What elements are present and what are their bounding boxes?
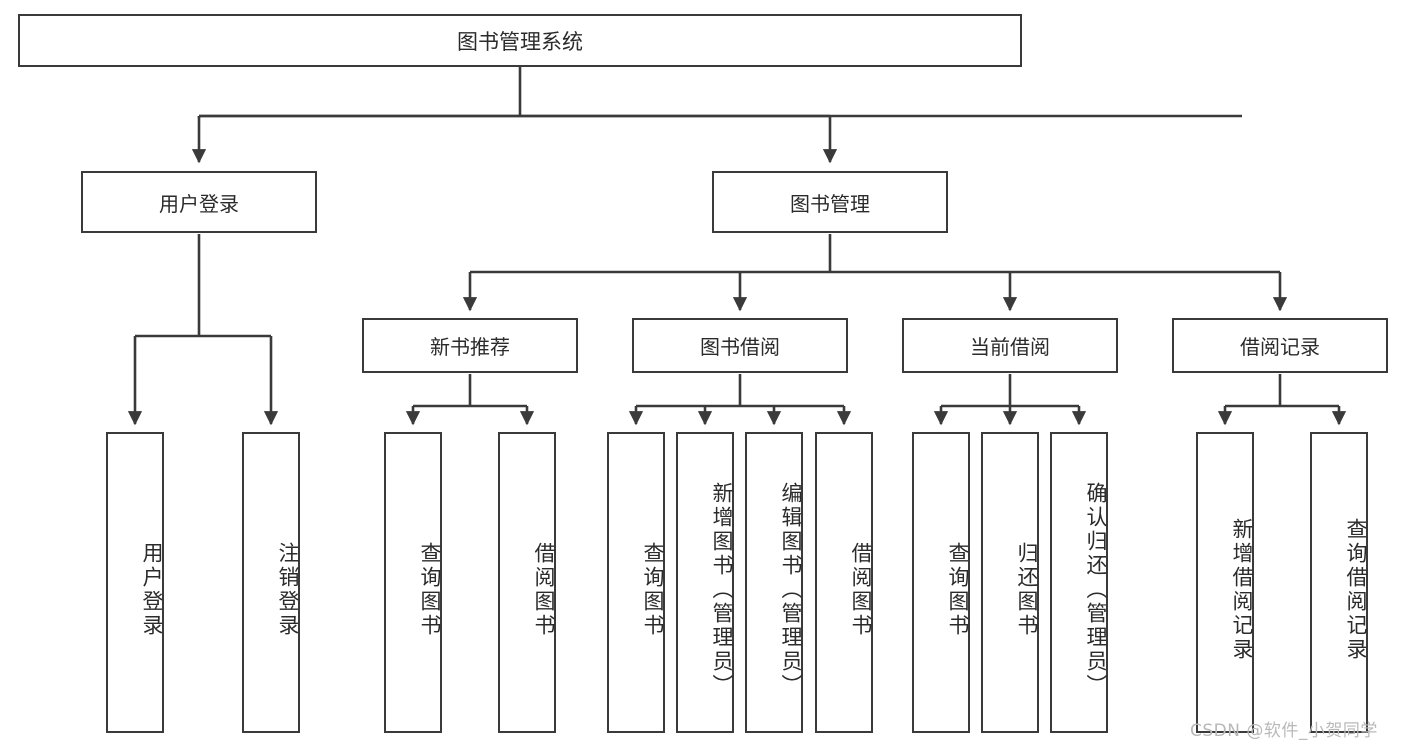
node-book-borrow-label: 图书借阅 [700, 335, 780, 359]
node-borrow-record-label: 借阅记录 [1240, 335, 1320, 359]
node-leaf-user-login-label: 用户登录 [140, 541, 164, 638]
node-leaf-add-record[interactable]: 新增借阅记录 [1196, 432, 1254, 733]
node-new-book-recommend-label: 新书推荐 [430, 335, 510, 359]
node-user-login-label: 用户登录 [159, 191, 239, 216]
node-leaf-borrow-book-1[interactable]: 借阅图书 [498, 432, 556, 733]
node-new-book-recommend[interactable]: 新书推荐 [362, 318, 578, 373]
node-leaf-add-book[interactable]: 新增图书（管理员） [676, 432, 734, 733]
node-leaf-query-book-3-label: 查询图书 [946, 541, 970, 638]
node-user-login[interactable]: 用户登录 [81, 171, 317, 233]
node-leaf-confirm-return-label: 确认归还（管理员） [1084, 481, 1108, 698]
node-current-borrow[interactable]: 当前借阅 [902, 318, 1118, 373]
node-leaf-edit-book[interactable]: 编辑图书（管理员） [745, 432, 803, 733]
node-book-borrow[interactable]: 图书借阅 [632, 318, 848, 373]
node-leaf-query-book-1-label: 查询图书 [418, 541, 442, 638]
node-leaf-borrow-book-2-label: 借阅图书 [849, 541, 873, 638]
node-leaf-query-book-1[interactable]: 查询图书 [384, 432, 442, 733]
node-leaf-add-book-label: 新增图书（管理员） [710, 481, 734, 698]
node-leaf-user-logout-label: 注销登录 [276, 541, 300, 638]
node-leaf-edit-book-label: 编辑图书（管理员） [779, 481, 803, 698]
node-root-label: 图书管理系统 [457, 29, 583, 54]
node-leaf-return-book[interactable]: 归还图书 [981, 432, 1039, 733]
node-leaf-borrow-book-1-label: 借阅图书 [532, 541, 556, 638]
node-leaf-query-book-2-label: 查询图书 [641, 541, 665, 638]
node-current-borrow-label: 当前借阅 [970, 335, 1050, 359]
node-leaf-query-book-2[interactable]: 查询图书 [607, 432, 665, 733]
node-leaf-confirm-return[interactable]: 确认归还（管理员） [1050, 432, 1108, 733]
node-root[interactable]: 图书管理系统 [18, 14, 1022, 67]
node-leaf-query-record[interactable]: 查询借阅记录 [1310, 432, 1368, 733]
node-borrow-record[interactable]: 借阅记录 [1172, 318, 1388, 373]
node-book-manage[interactable]: 图书管理 [712, 171, 948, 233]
node-leaf-query-record-label: 查询借阅记录 [1344, 517, 1368, 662]
node-book-manage-label: 图书管理 [790, 191, 870, 216]
node-leaf-borrow-book-2[interactable]: 借阅图书 [815, 432, 873, 733]
node-leaf-user-login[interactable]: 用户登录 [106, 432, 164, 733]
node-leaf-query-book-3[interactable]: 查询图书 [912, 432, 970, 733]
node-leaf-user-logout[interactable]: 注销登录 [242, 432, 300, 733]
node-leaf-add-record-label: 新增借阅记录 [1230, 517, 1254, 662]
node-leaf-return-book-label: 归还图书 [1015, 541, 1039, 638]
